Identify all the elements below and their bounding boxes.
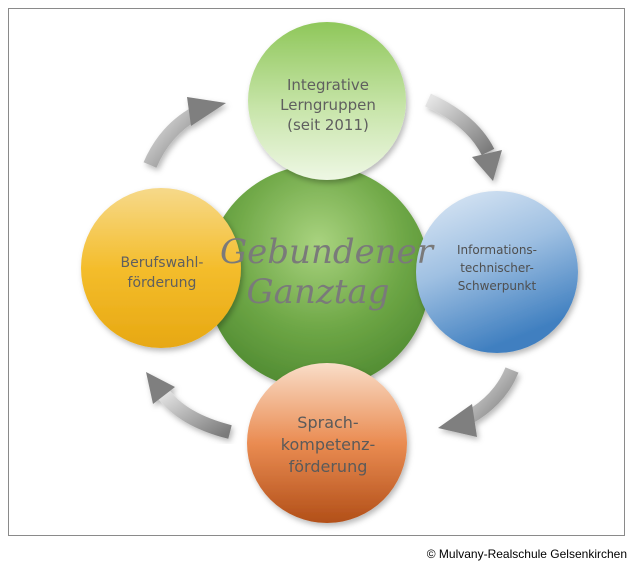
bottom-label-line1: Sprach- xyxy=(297,413,359,432)
copyright-notice: © Mulvany-Realschule Gelsenkirchen xyxy=(426,547,627,561)
right-label-line1: Informations- xyxy=(456,243,538,257)
top-label: Integrative Lerngruppen (seit 2011) xyxy=(250,75,406,135)
arrow-right-bottom xyxy=(438,367,519,437)
top-label-line2: Lerngruppen xyxy=(280,96,376,114)
right-label-line3: Schwerpunkt xyxy=(457,279,537,293)
right-circle xyxy=(416,191,578,353)
center-circle xyxy=(206,165,430,389)
left-label: Berufswahl- förderung xyxy=(86,253,238,293)
center-label-line1: Gebundener xyxy=(220,232,433,272)
top-label-line1: Integrative xyxy=(286,76,370,94)
right-label-line2: technischer- xyxy=(460,261,534,275)
left-circle xyxy=(81,188,241,348)
arrow-left-top xyxy=(143,97,226,168)
left-label-line2: förderung xyxy=(127,275,197,291)
top-label-line3: (seit 2011) xyxy=(287,116,369,134)
center-label: Gebundener Ganztag xyxy=(220,232,433,312)
bottom-label-line3: förderung xyxy=(288,457,368,476)
right-label: Informations- technischer- Schwerpunkt xyxy=(418,241,576,295)
bottom-label: Sprach- kompetenz- förderung xyxy=(250,412,406,478)
left-label-line1: Berufswahl- xyxy=(120,255,204,271)
arrow-top-right xyxy=(425,93,502,181)
bottom-label-line2: kompetenz- xyxy=(280,435,376,454)
center-label-line2: Ganztag xyxy=(246,272,390,312)
top-circle xyxy=(248,22,406,180)
bottom-circle xyxy=(247,363,407,523)
arrow-bottom-left xyxy=(146,372,232,439)
